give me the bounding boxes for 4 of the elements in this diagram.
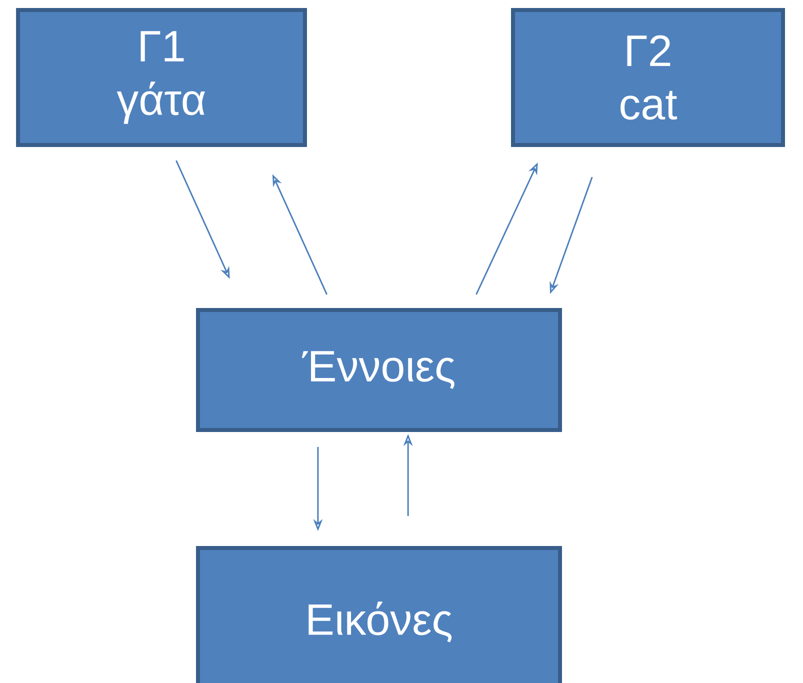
process-box: Εικόνες (196, 546, 562, 683)
process-box: Έννοιες (196, 308, 562, 432)
process-box: Γ1 γάτα (16, 8, 307, 147)
process-box: Γ2 cat (511, 8, 785, 147)
